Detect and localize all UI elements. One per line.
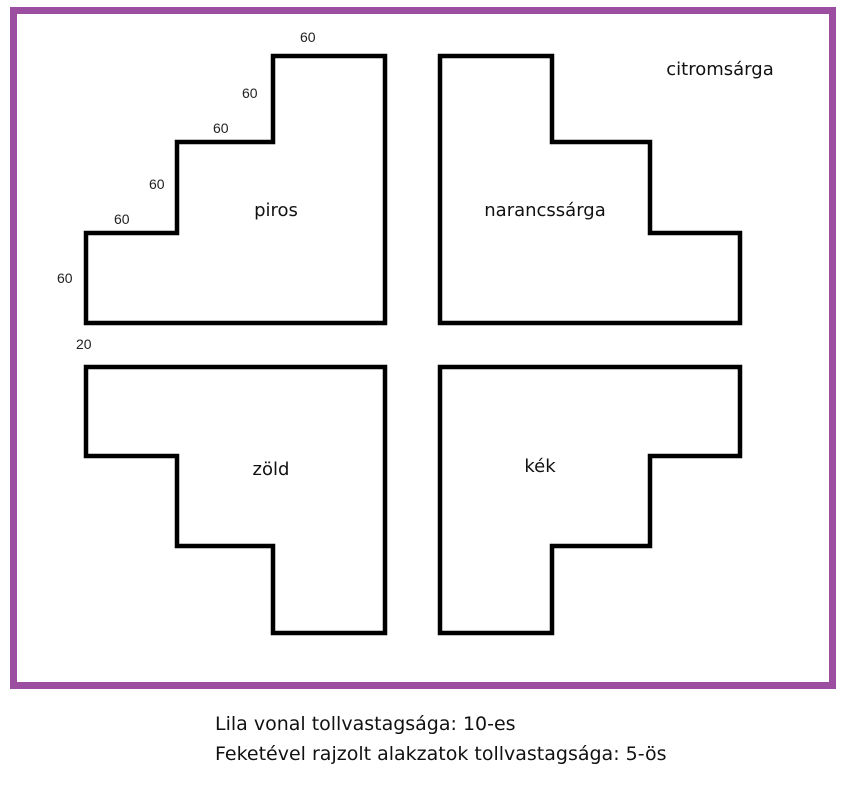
shape-blue [437, 364, 743, 636]
label-orange: narancssárga [484, 200, 606, 221]
label-red: piros [254, 200, 298, 221]
label-background: citromsárga [666, 59, 773, 80]
shape-red [83, 53, 388, 326]
label-green: zöld [253, 459, 290, 480]
dimension-label: 60 [57, 270, 73, 286]
caption-line-2: Feketével rajzolt alakzatok tollvastagsá… [215, 743, 667, 765]
shape-orange [437, 53, 743, 326]
dimension-label: 60 [149, 176, 165, 192]
label-blue: kék [524, 456, 556, 477]
shape-green [83, 364, 388, 636]
caption-line-1: Lila vonal tollvastagsága: 10-es [215, 713, 516, 735]
dimension-label: 60 [300, 29, 316, 45]
dimension-label: 60 [242, 85, 258, 101]
purple-frame [10, 7, 836, 689]
dimension-label: 60 [213, 120, 229, 136]
dimension-label: 20 [76, 336, 92, 352]
dimension-label: 60 [114, 211, 130, 227]
